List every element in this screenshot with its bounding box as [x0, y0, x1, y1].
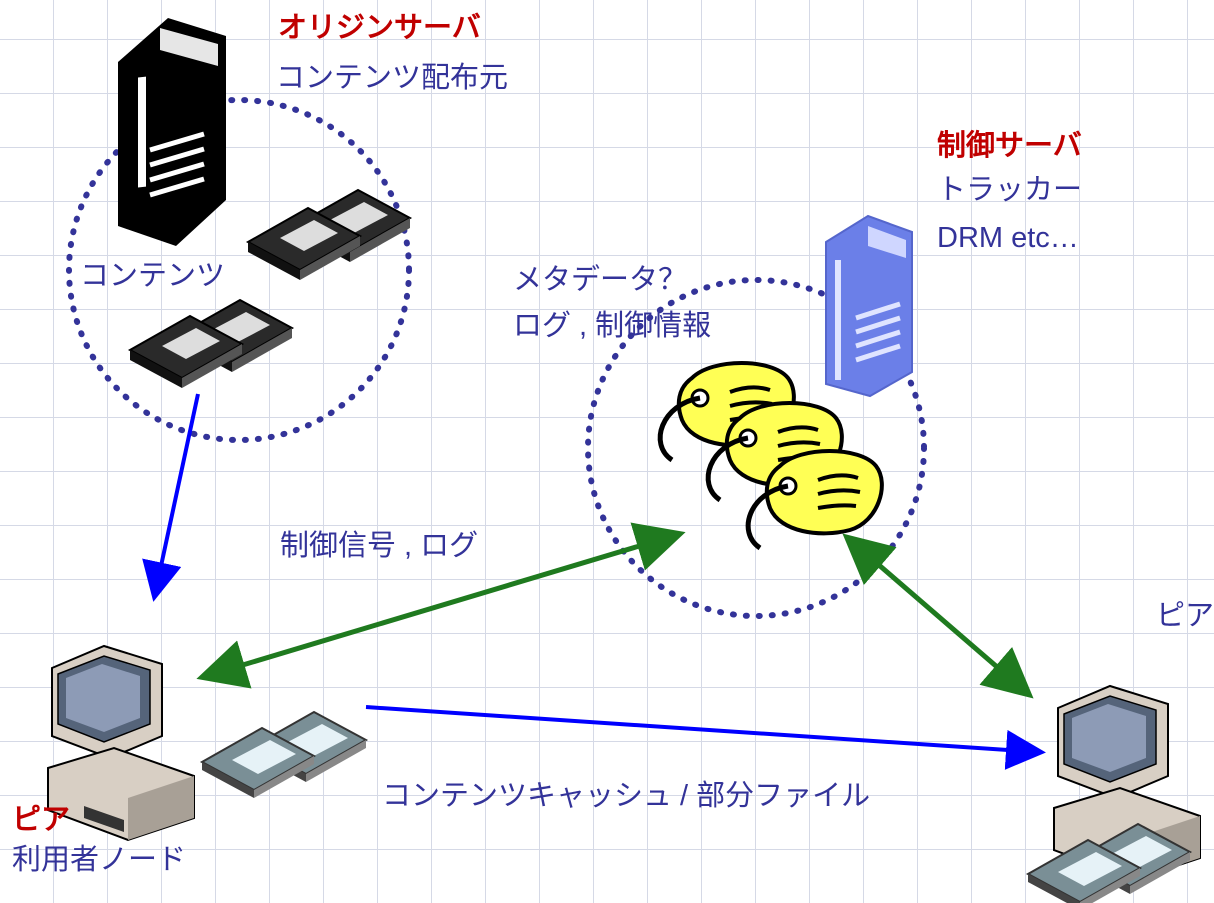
- control-server-line2: DRM etc…: [937, 222, 1079, 254]
- peer-right-title: ピア: [1156, 600, 1214, 632]
- control-signal-label: 制御信号 , ログ: [280, 530, 479, 562]
- peer-left-subtitle: 利用者ノード: [12, 844, 187, 876]
- peer-transfer-arrow: [365, 705, 1046, 770]
- control-server-icon: [825, 214, 913, 398]
- origin-server-title: オリジンサーバ: [278, 12, 481, 44]
- origin-server-icon: [118, 18, 226, 246]
- control-server-line1: トラッカー: [937, 174, 1083, 206]
- content-download-arrow: [142, 393, 200, 602]
- peer-left-title: ピア: [12, 804, 71, 836]
- control-peer-arrow: [842, 533, 1034, 699]
- origin-server-subtitle: コンテンツ配布元: [276, 62, 509, 94]
- origin-dotted-circle: [66, 97, 412, 443]
- metadata-line1: メタデータ？: [513, 264, 688, 296]
- metadata-line2: ログ , 制御情報: [513, 310, 712, 342]
- origin-contents-label: コンテンツ: [80, 260, 226, 292]
- control-server-title: 制御サーバ: [937, 130, 1082, 162]
- cache-label: コンテンツキャッシュ / 部分ファイル: [382, 780, 871, 812]
- control-signal-arrow: [196, 522, 686, 689]
- control-dotted-circle: [585, 277, 927, 619]
